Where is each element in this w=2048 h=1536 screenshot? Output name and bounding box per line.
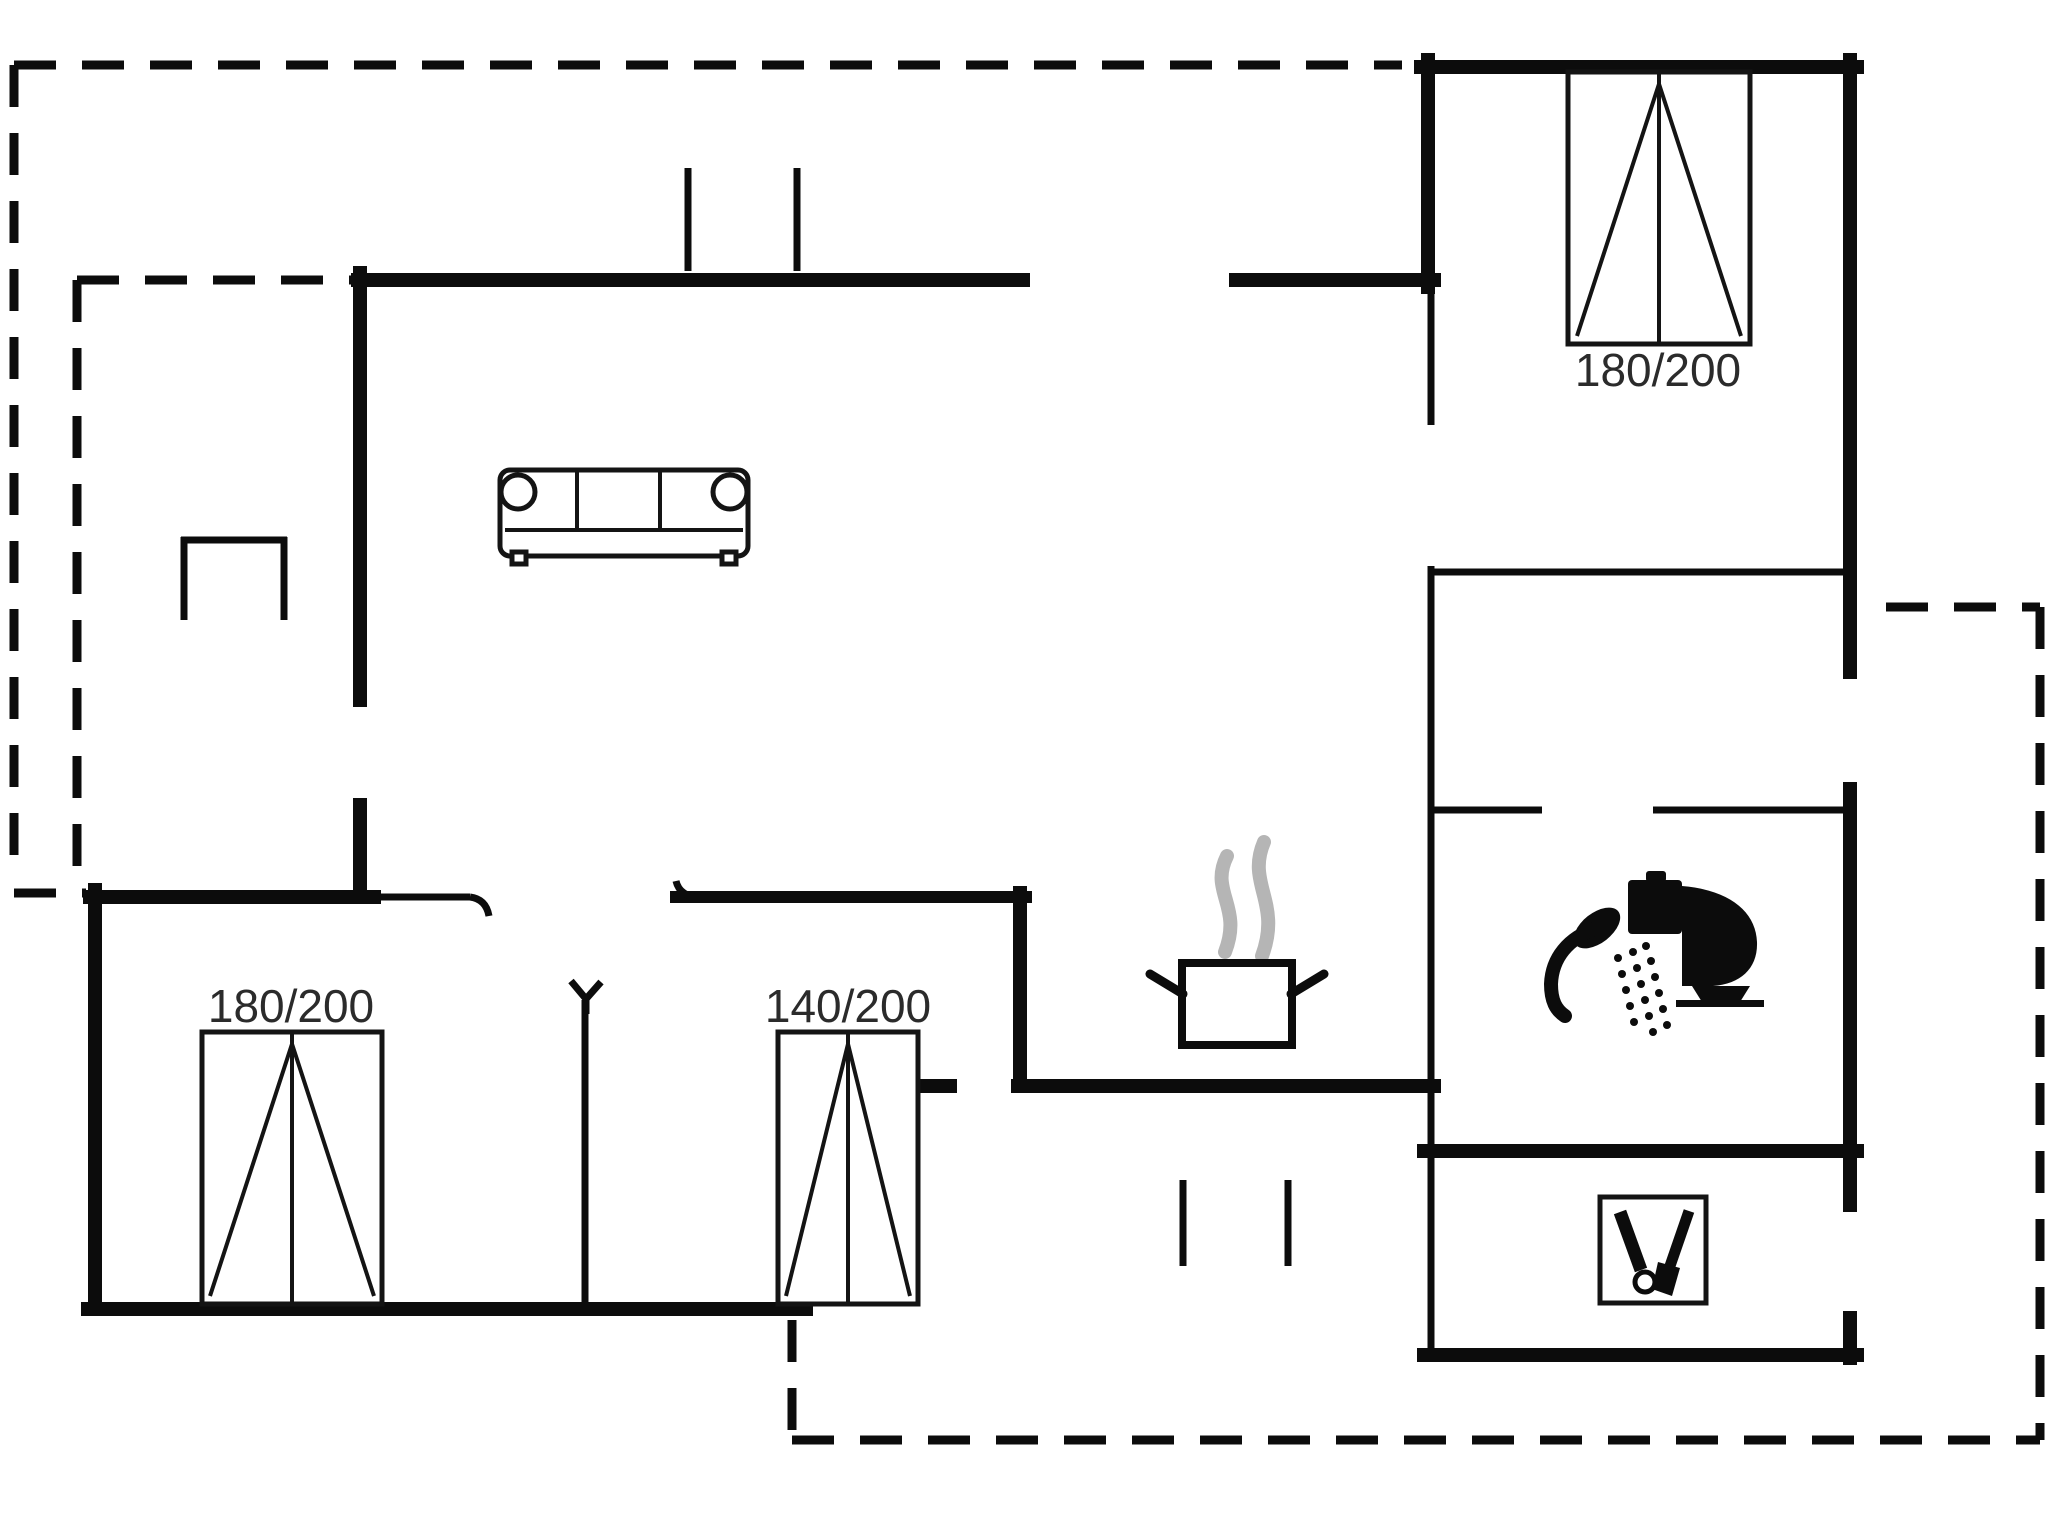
brush-head <box>1652 1262 1680 1296</box>
sofa-armrest <box>498 472 538 512</box>
door-swing-bedroom2 <box>672 880 695 901</box>
bed-size-label: 180/200 <box>1575 344 1741 396</box>
bottle <box>1613 1209 1648 1273</box>
steam-wisp <box>1251 835 1276 963</box>
stove-area <box>1145 835 1329 1049</box>
pot-handle-right <box>1286 969 1329 999</box>
door-swing-bedroom1 <box>469 893 493 917</box>
window-marks <box>684 168 1292 1266</box>
pot-handle-left <box>1145 969 1188 999</box>
toilet-bowl <box>1682 886 1758 986</box>
sofa-foot <box>719 549 739 567</box>
door-swing-marks <box>469 880 695 1014</box>
terrace-outline-dashed <box>9 60 2045 1445</box>
toilet-button <box>1646 871 1666 882</box>
shower-icon <box>1543 907 1671 1036</box>
sofa-foot <box>509 549 529 567</box>
steam-icon <box>1214 835 1276 963</box>
sofa-armrest <box>710 472 750 512</box>
bed-fold-lines <box>1575 83 1743 337</box>
shower-spray-dots <box>1614 942 1671 1036</box>
pot-body <box>1178 959 1296 1049</box>
side-table-icon <box>180 536 288 620</box>
steam-wisp <box>1214 849 1238 959</box>
toilet-base <box>1676 1000 1764 1007</box>
bed-top-right <box>1565 69 1753 347</box>
bed-bottom-left <box>199 1029 385 1307</box>
shower-arm <box>1543 921 1604 1023</box>
interior-walls <box>374 285 1848 1355</box>
toilet-tank <box>1628 880 1682 934</box>
toilet-icon <box>1628 871 1764 1007</box>
cooking-pot-icon <box>1145 959 1329 1049</box>
sofa-icon <box>497 467 751 567</box>
sofa-body <box>497 467 751 559</box>
bed-bottom-middle <box>775 1029 921 1307</box>
laundry-box-icon <box>1597 1194 1709 1306</box>
bed-size-label: 180/200 <box>208 980 374 1032</box>
bed-size-label: 140/200 <box>765 980 931 1032</box>
bed-fold-lines <box>784 1043 912 1297</box>
door-leaf-mark <box>568 978 604 1014</box>
bed-fold-lines <box>208 1043 376 1297</box>
brush-handle <box>1664 1209 1695 1268</box>
toilet-pedestal <box>1692 986 1750 1002</box>
